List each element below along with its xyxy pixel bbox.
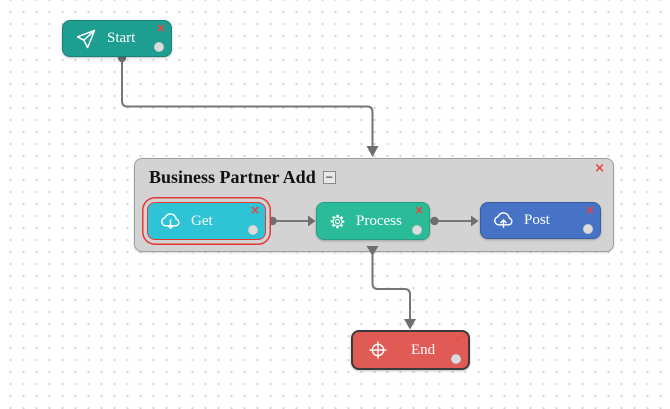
collapse-icon[interactable]: − <box>322 171 336 184</box>
node-post[interactable]: Post × <box>480 202 601 239</box>
node-get-port[interactable] <box>248 225 258 235</box>
cloud-download-icon <box>159 210 182 233</box>
node-end-port[interactable] <box>451 354 461 364</box>
node-process-port[interactable] <box>412 225 422 235</box>
node-process-close-icon[interactable]: × <box>413 203 424 217</box>
arrowhead-into-group <box>366 146 379 157</box>
group-title: Business Partner Add <box>149 167 316 187</box>
node-process[interactable]: Process × <box>316 202 430 240</box>
node-end-close-icon[interactable]: × <box>452 332 463 346</box>
get-output-port[interactable] <box>268 216 277 226</box>
node-get-close-icon[interactable]: × <box>249 203 260 217</box>
arrowhead-into-process <box>308 215 316 227</box>
connector-group-to-end[interactable] <box>371 254 411 319</box>
arrowhead-into-end <box>404 319 416 330</box>
node-get[interactable]: Get × <box>147 202 266 240</box>
cloud-upload-icon <box>492 209 515 232</box>
arrowhead-into-post <box>471 215 479 227</box>
node-get-label: Get <box>191 212 213 229</box>
node-start-close-icon[interactable]: × <box>155 21 166 35</box>
node-start-port[interactable] <box>154 42 164 52</box>
node-start-label: Start <box>107 30 136 46</box>
group-close-icon[interactable]: × <box>594 161 605 176</box>
connector-start-to-group[interactable] <box>121 57 374 146</box>
node-process-label: Process <box>356 212 402 229</box>
node-post-port[interactable] <box>583 224 593 234</box>
paper-plane-icon <box>74 27 98 51</box>
node-end-label: End <box>411 341 436 358</box>
group-bottom-port[interactable] <box>366 246 379 256</box>
process-output-port[interactable] <box>430 216 439 226</box>
node-post-label: Post <box>524 212 550 228</box>
node-end[interactable]: End × <box>351 330 470 370</box>
node-start[interactable]: Start × <box>62 20 172 57</box>
target-icon <box>367 339 389 361</box>
node-post-close-icon[interactable]: × <box>584 203 595 217</box>
gear-icon <box>328 212 347 231</box>
